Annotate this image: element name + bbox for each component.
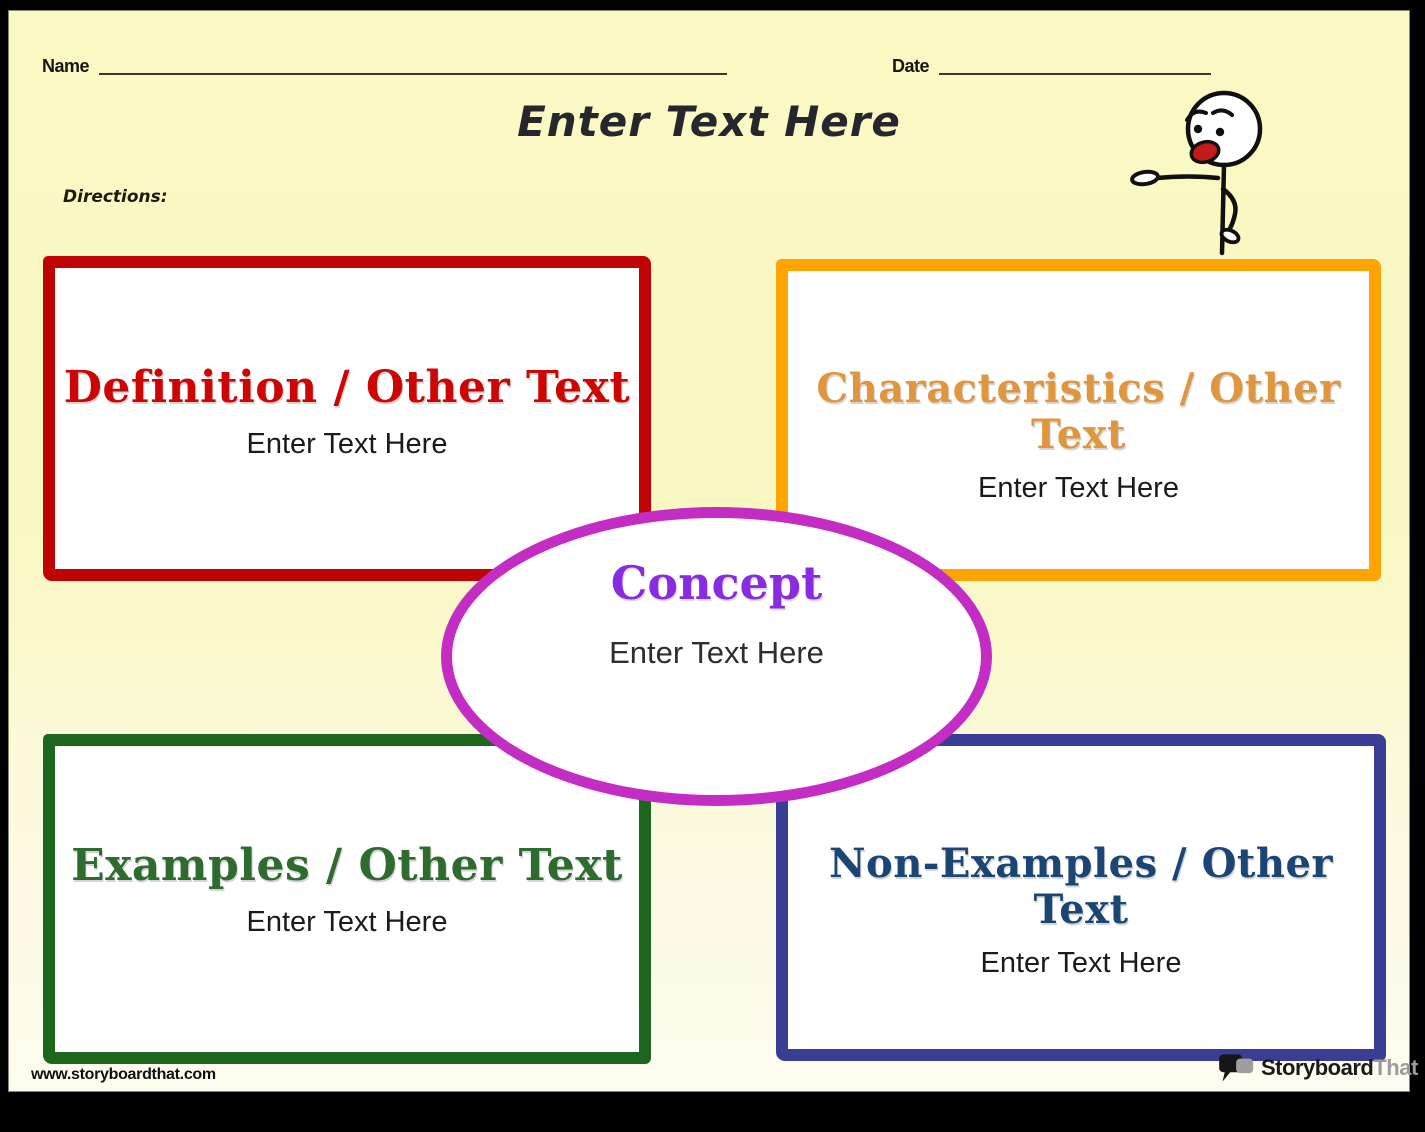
website-url: www.storyboardthat.com bbox=[31, 1066, 216, 1083]
storyboardthat-logo: StoryboardThat bbox=[1218, 1051, 1418, 1085]
examples-box-body[interactable]: Enter Text Here bbox=[246, 905, 448, 938]
worksheet-page: Name Date Enter Text Here Directions: De… bbox=[8, 10, 1418, 1092]
non-examples-box-body[interactable]: Enter Text Here bbox=[980, 947, 1182, 979]
characteristics-box-title[interactable]: Characteristics / Other Text bbox=[816, 365, 1341, 458]
page-title[interactable]: Enter Text Here bbox=[517, 97, 901, 146]
non-examples-box: Non-Examples / Other Text Enter Text Her… bbox=[776, 734, 1386, 1061]
definition-box-title[interactable]: Definition / Other Text bbox=[63, 362, 631, 413]
date-field: Date bbox=[892, 55, 1212, 76]
definition-box: Definition / Other Text Enter Text Here bbox=[43, 256, 651, 581]
concept-ellipse: Concept Enter Text Here bbox=[441, 507, 992, 806]
logo-text-storyboard: Storyboard bbox=[1261, 1055, 1374, 1080]
concept-body[interactable]: Enter Text Here bbox=[609, 634, 824, 670]
characteristics-box-body[interactable]: Enter Text Here bbox=[978, 472, 1179, 504]
name-label: Name bbox=[42, 56, 90, 76]
definition-box-body[interactable]: Enter Text Here bbox=[246, 427, 448, 460]
speech-bubbles-icon bbox=[1219, 1054, 1254, 1082]
concept-title[interactable]: Concept bbox=[610, 556, 823, 610]
logo-text-that: That bbox=[1373, 1055, 1418, 1080]
characteristics-box: Characteristics / Other Text Enter Text … bbox=[776, 259, 1381, 581]
stick-figure-illustration bbox=[1130, 90, 1263, 256]
examples-box: Examples / Other Text Enter Text Here bbox=[43, 734, 651, 1064]
non-examples-box-title[interactable]: Non-Examples / Other Text bbox=[828, 840, 1334, 933]
date-line bbox=[939, 55, 1212, 75]
directions-label: Directions: bbox=[63, 187, 168, 207]
date-label: Date bbox=[892, 56, 930, 76]
examples-box-title[interactable]: Examples / Other Text bbox=[71, 840, 623, 891]
name-line bbox=[99, 55, 728, 75]
name-field: Name bbox=[42, 55, 728, 76]
